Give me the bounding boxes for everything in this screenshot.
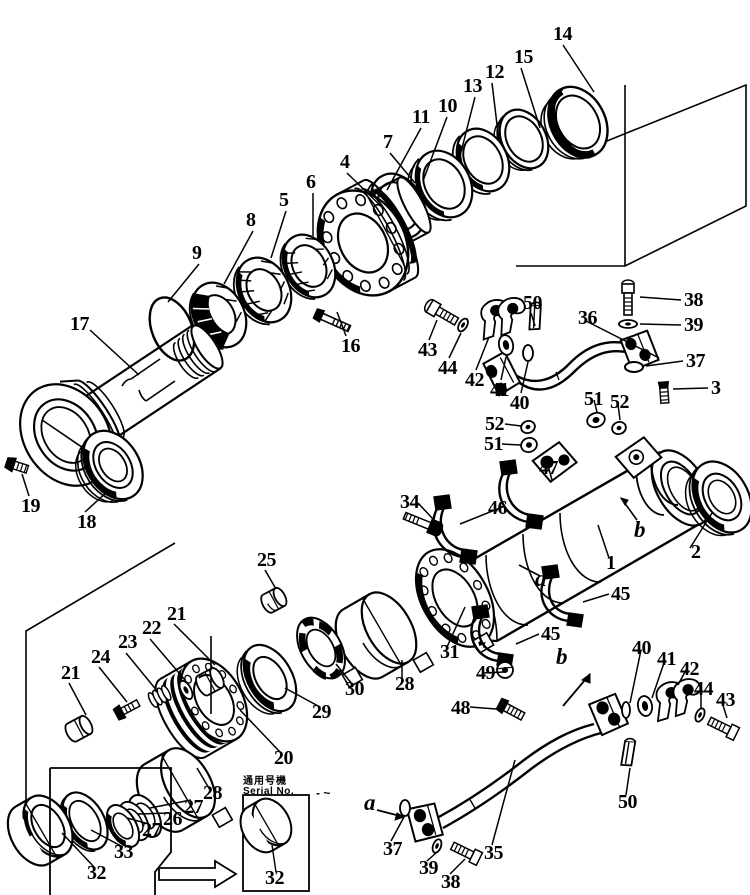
callout-50-upper: 50: [523, 292, 543, 314]
callout-44-lower: 44: [694, 678, 714, 700]
callout-12: 12: [485, 61, 505, 83]
callout-38-lower: 38: [441, 871, 461, 893]
callout-42-upper: 42: [465, 369, 485, 391]
callout-6: 6: [306, 171, 316, 193]
piston-assembly: [154, 548, 496, 759]
bolt-16: [312, 308, 352, 333]
callout-35: 35: [484, 842, 504, 864]
callout-20: 20: [274, 747, 294, 769]
callout-26: 26: [163, 808, 183, 830]
callout-4: 4: [340, 151, 350, 173]
serial-en-label: Serial No.: [243, 786, 295, 797]
head-seal-stack: [361, 85, 609, 250]
callout-51-upper-left: 51: [484, 433, 504, 455]
section-marker-a-upper: a: [535, 566, 547, 591]
callout-18: 18: [77, 511, 97, 533]
section-marker-a-lower: a: [364, 790, 376, 815]
callout-27-left: 27: [142, 819, 162, 841]
callout-24: 24: [91, 646, 111, 668]
callout-46: 46: [488, 497, 508, 519]
serial-jp-label: 通用号機: [243, 776, 287, 787]
callout-37-upper: 37: [686, 350, 706, 372]
callout-9: 9: [192, 242, 202, 264]
callout-28-right: 28: [395, 673, 415, 695]
callout-38-upper: 38: [684, 289, 704, 311]
callout-29: 29: [312, 701, 332, 723]
serial-no-caption: 通用号機 Serial No.: [243, 777, 294, 797]
callout-1: 1: [606, 552, 616, 574]
callout-22: 22: [142, 617, 162, 639]
lower-left-rings: [6, 747, 234, 867]
callout-23: 23: [118, 631, 138, 653]
bolt-34: [402, 511, 444, 537]
section-marker-arrows: [376, 497, 638, 821]
callout-39-upper: 39: [684, 314, 704, 336]
pin-assembly: [64, 586, 288, 743]
callout-32-left: 32: [87, 862, 107, 884]
serial-box-part-32: 32: [265, 867, 285, 889]
serial-no-box: [242, 794, 310, 892]
leader-lines: [21, 44, 728, 875]
lower-tube-35: [399, 678, 741, 867]
callout-17: 17: [70, 313, 90, 335]
lower-left-fasteners: [495, 661, 526, 721]
serial-range: - ~: [316, 786, 331, 800]
callout-5: 5: [279, 189, 289, 211]
callout-52-upper-left: 52: [485, 413, 505, 435]
serial-box-bushing: [239, 797, 293, 873]
callout-41-upper: 41: [490, 379, 510, 401]
center-washers: [520, 411, 627, 454]
callout-50-lower: 50: [618, 791, 638, 813]
callout-44-upper: 44: [438, 357, 458, 379]
upper-right-fasteners: [618, 279, 670, 404]
callout-34: 34: [400, 491, 420, 513]
callout-39-lower: 39: [419, 857, 439, 879]
callout-51-upper-right: 51: [584, 388, 604, 410]
serial-arrow: [158, 859, 238, 889]
callout-41-lower: 41: [657, 648, 677, 670]
callout-3: 3: [711, 377, 721, 399]
callout-43-upper: 43: [418, 339, 438, 361]
callout-33: 33: [114, 841, 134, 863]
callout-14: 14: [553, 23, 573, 45]
callout-8: 8: [246, 209, 256, 231]
callout-16: 16: [341, 335, 361, 357]
callout-10: 10: [438, 95, 458, 117]
callout-21-right: 21: [167, 603, 187, 625]
callout-13: 13: [463, 75, 483, 97]
callout-27-right: 27: [184, 796, 204, 818]
upper-callout-bracket: [516, 83, 747, 267]
callout-2: 2: [691, 541, 701, 563]
callout-48: 48: [451, 697, 471, 719]
callout-25: 25: [257, 549, 277, 571]
piston-rod-assembly-17: [4, 324, 224, 503]
callout-31: 31: [440, 641, 460, 663]
callout-21-left: 21: [61, 662, 81, 684]
callout-47: 47: [539, 457, 559, 479]
callout-45-upper: 45: [611, 583, 631, 605]
callout-49: 49: [476, 662, 496, 684]
callout-36: 36: [578, 307, 598, 329]
callout-30: 30: [345, 678, 365, 700]
callout-11: 11: [412, 106, 430, 128]
callout-19: 19: [21, 495, 41, 517]
callout-45-lower: 45: [541, 623, 561, 645]
callout-52-upper-right: 52: [610, 391, 630, 413]
callout-42-lower: 42: [680, 658, 700, 680]
callout-7: 7: [383, 131, 393, 153]
bushing-2: [684, 460, 750, 537]
callout-43-lower: 43: [716, 689, 736, 711]
cylinder-tube-1: [453, 449, 712, 643]
section-marker-b-upper: b: [634, 517, 646, 542]
callout-28-left: 28: [203, 782, 223, 804]
callout-40-lower: 40: [632, 637, 652, 659]
callout-40-upper: 40: [510, 392, 530, 414]
upper-clamp-fasteners: [423, 297, 534, 362]
callout-37-lower: 37: [383, 838, 403, 860]
section-marker-b-lower: b: [556, 644, 568, 669]
callout-15: 15: [514, 46, 534, 68]
box-32-33: [49, 767, 172, 895]
